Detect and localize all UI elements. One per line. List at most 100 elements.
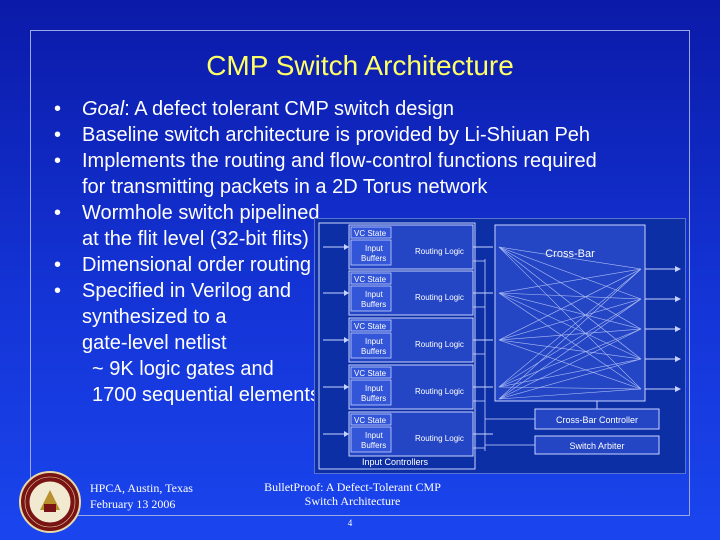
verilog-line4: ~ 9K logic gates and — [92, 358, 274, 380]
paper-line1: BulletProof: A Defect-Tolerant CMP — [264, 480, 441, 494]
input-buffers-box — [350, 379, 392, 406]
crossbar-wire — [498, 388, 642, 400]
vc-state-box — [350, 226, 392, 239]
crossbar-wire — [498, 246, 642, 390]
routing-logic-label: Routing Logic — [415, 247, 464, 256]
input-arrowhead — [344, 384, 349, 390]
input-buffers-box — [350, 332, 392, 359]
footer-venue: HPCA, Austin, Texas February 13 2006 — [90, 480, 193, 512]
input-buffers-label: Buffers — [361, 300, 386, 309]
bullet-baseline: • Baseline switch architecture is provid… — [54, 122, 674, 148]
input-buffers-label: Input — [365, 337, 384, 346]
venue-text: HPCA, Austin, Texas — [90, 481, 193, 495]
crossbar-wire — [498, 268, 642, 400]
input-buffers-label: Buffers — [361, 347, 386, 356]
routing-logic-label: Routing Logic — [415, 340, 464, 349]
routing-logic-label: Routing Logic — [415, 434, 464, 443]
input-buffers-label: Buffers — [361, 254, 386, 263]
input-buffers-box — [350, 426, 392, 453]
routing-logic-label: Routing Logic — [415, 387, 464, 396]
crossbar-wire — [498, 339, 642, 390]
goal-label: Goal — [82, 98, 125, 120]
output-arrowhead — [675, 296, 681, 302]
bullet-marker: • — [54, 124, 62, 146]
crossbar-wire — [498, 268, 642, 388]
cross-bar-controller-label: Cross-Bar Controller — [556, 415, 638, 425]
goal-text: : A defect tolerant CMP switch design — [124, 98, 455, 120]
input-buffers-box — [350, 285, 392, 312]
crossbar-wire — [498, 358, 642, 400]
vc-state-label: VC State — [354, 229, 387, 238]
university-seal-icon — [19, 471, 81, 533]
crossbar-wire — [498, 292, 642, 360]
page-number: 4 — [347, 518, 353, 528]
bullet-marker: • — [54, 280, 62, 302]
vc-state-box — [350, 319, 392, 332]
bullet-list: • Goal: A defect tolerant CMP switch des… — [54, 96, 674, 408]
input-buffers-label: Input — [365, 290, 384, 299]
input-buffers-label: Input — [365, 244, 384, 253]
crossbar-wire — [498, 339, 642, 360]
verilog-line1: Specified in Verilog and — [82, 280, 292, 302]
crossbar-wire — [498, 268, 642, 294]
vc-state-label: VC State — [354, 369, 387, 378]
bullet-goal: • Goal: A defect tolerant CMP switch des… — [54, 96, 674, 122]
vc-state-label: VC State — [354, 322, 387, 331]
bullet-wormhole: • Wormhole switch pipelined at the flit … — [54, 200, 674, 252]
routing-text: Dimensional order routing — [82, 254, 312, 276]
date-text: February 13 2006 — [90, 497, 176, 511]
wormhole-line2: at the flit level (32-bit flits) — [82, 228, 309, 250]
bullet-marker: • — [54, 202, 62, 224]
slide-title: CMP Switch Architecture — [206, 50, 514, 81]
output-arrowhead — [675, 326, 681, 332]
input-arrowhead — [344, 431, 349, 437]
input-buffers-label: Buffers — [361, 441, 386, 450]
crossbar-wire — [498, 246, 642, 270]
crossbar-wire — [498, 298, 642, 341]
input-buffers-label: Input — [365, 431, 384, 440]
input-buffers-label: Buffers — [361, 394, 386, 403]
output-arrowhead — [675, 266, 681, 272]
verilog-line5: 1700 sequential elements — [92, 384, 320, 406]
input-buffers-label: Input — [365, 384, 384, 393]
footer-paper: BulletProof: A Defect-Tolerant CMP Switc… — [240, 480, 465, 508]
bullet-marker: • — [54, 98, 62, 120]
vc-state-box — [350, 272, 392, 285]
switch-arbiter-label: Switch Arbiter — [569, 441, 624, 451]
crossbar-wire — [498, 328, 642, 341]
input-controllers-box — [318, 222, 476, 470]
crossbar-wire — [498, 298, 642, 388]
bullet-verilog: • Specified in Verilog and synthesized t… — [54, 278, 674, 408]
cross-bar-box — [494, 224, 646, 402]
output-arrowhead — [675, 386, 681, 392]
bullet-implements: • Implements the routing and flow-contro… — [54, 148, 674, 200]
implements-line1: Implements the routing and flow-control … — [82, 150, 597, 172]
vc-state-label: VC State — [354, 416, 387, 425]
vc-state-label: VC State — [354, 275, 387, 284]
output-arrowhead — [675, 356, 681, 362]
vc-state-box — [350, 413, 392, 426]
switch-arbiter-box — [534, 435, 660, 455]
verilog-line2: synthesized to a — [82, 306, 227, 328]
slide-frame — [30, 30, 690, 516]
implements-line2: for transmitting packets in a 2D Torus n… — [82, 176, 488, 198]
cross-bar-label: Cross-Bar — [545, 248, 595, 260]
routing-logic-label: Routing Logic — [415, 293, 464, 302]
bullet-marker: • — [54, 150, 62, 172]
input-buffers-box — [350, 239, 392, 266]
crossbar-wire — [498, 298, 642, 400]
input-arrowhead — [344, 337, 349, 343]
bullet-marker: • — [54, 254, 62, 276]
crossbar-wire — [498, 292, 642, 330]
crossbar-wire — [498, 292, 642, 300]
crossbar-wire — [498, 328, 642, 400]
paper-line2: Switch Architecture — [304, 494, 401, 508]
input-arrowhead — [344, 244, 349, 250]
crossbar-wire — [498, 268, 642, 341]
input-arrowhead — [344, 290, 349, 296]
bullet-routing: • Dimensional order routing — [54, 252, 674, 278]
wormhole-line1: Wormhole switch pipelined — [82, 202, 320, 224]
baseline-text: Baseline switch architecture is provided… — [82, 124, 591, 146]
crossbar-wire — [498, 292, 642, 390]
